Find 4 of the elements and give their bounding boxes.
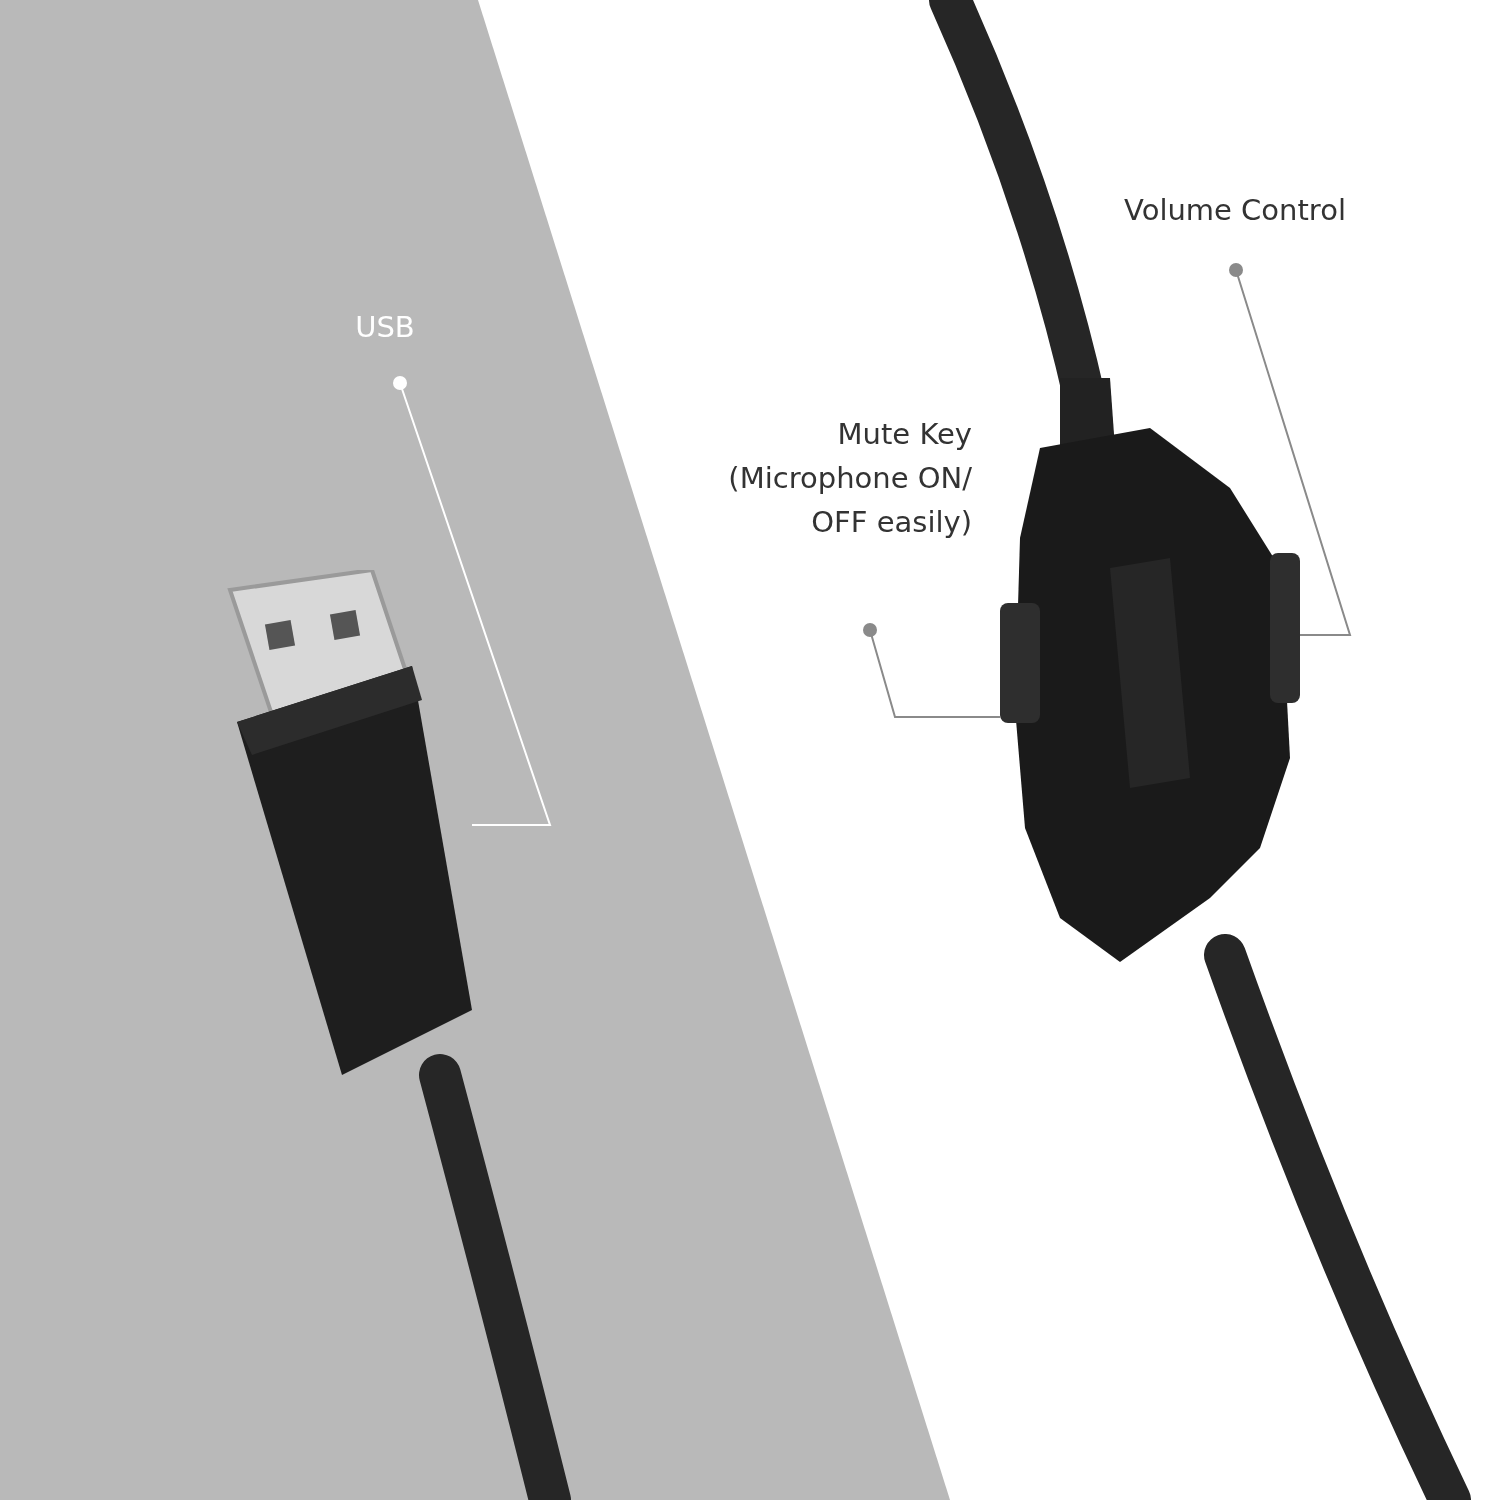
- callout-label: Mute Key: [837, 416, 972, 453]
- callout-label: USB: [355, 309, 415, 346]
- callout-label: (Microphone ON/ OFF easily): [727, 460, 972, 541]
- callout-label: Volume Control: [1124, 192, 1346, 229]
